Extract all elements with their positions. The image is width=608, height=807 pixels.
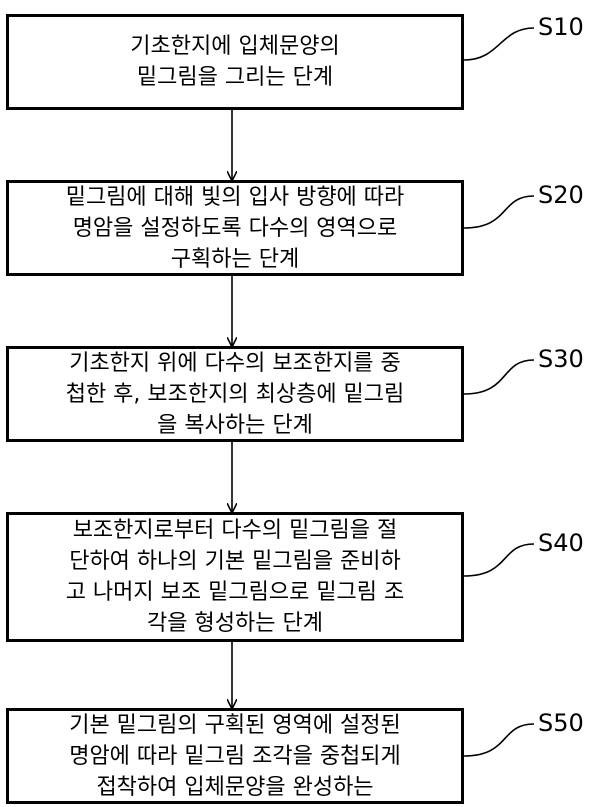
step-text-s30: 기초한지 위에 다수의 보조한지를 중 첩한 후, 보조한지의 최상층에 밑그림… [66, 348, 405, 441]
leader-s40 [463, 543, 535, 577]
step-s40-line-3: 고 나머지 보조 밑그림으로 밑그림 조 [65, 580, 405, 605]
step-s50-line-1: 기본 밑그림의 구획된 영역에 설정된 [69, 712, 401, 738]
step-box-s20: 밑그림에 대해 빛의 입사 방향에 따라 명암을 설정하도록 다수의 영역으로 … [6, 180, 464, 276]
step-s30-line-3: 을 복사하는 단계 [157, 412, 313, 438]
step-box-s40: 보조한지로부터 다수의 밑그림을 절 단하여 하나의 기본 밑그림을 준비하 고… [6, 512, 464, 642]
step-box-s10: 기초한지에 입체문양의 밑그림을 그리는 단계 [6, 14, 464, 110]
step-s30-line-2: 첩한 후, 보조한지의 최상층에 밑그림 [65, 381, 405, 407]
step-s30-line-1: 기초한지 위에 다수의 보조한지를 중 [69, 350, 401, 376]
step-s40-line-2: 단하여 하나의 기본 밑그림을 준비하 [69, 549, 401, 574]
step-label-s50: S50 [538, 709, 584, 737]
step-s50-line-3: 접착하여 입체문양을 완성하는 [96, 774, 374, 800]
step-text-s40: 보조한지로부터 다수의 밑그림을 절 단하여 하나의 기본 밑그림을 준비하 고… [66, 515, 405, 639]
step-s20-line-1: 밑그림에 대해 빛의 입사 방향에 따라 [65, 184, 405, 210]
step-s10-line-2: 밑그림을 그리는 단계 [136, 65, 334, 90]
step-s50-line-2: 명암에 따라 밑그림 조각을 중첩되게 [69, 743, 401, 769]
step-text-s10: 기초한지에 입체문양의 밑그림을 그리는 단계 [130, 31, 339, 93]
leader-s50 [463, 723, 535, 757]
step-text-s20: 밑그림에 대해 빛의 입사 방향에 따라 명암을 설정하도록 다수의 영역으로 … [66, 182, 405, 275]
step-s40-line-1: 보조한지로부터 다수의 밑그림을 절 [72, 518, 398, 543]
step-label-s20: S20 [538, 181, 584, 209]
leader-s20 [463, 195, 535, 229]
step-s20-line-3: 구획하는 단계 [170, 246, 300, 272]
step-text-s50: 기본 밑그림의 구획된 영역에 설정된 명암에 따라 밑그림 조각을 중첩되게 … [69, 710, 401, 803]
step-label-s30: S30 [538, 345, 584, 373]
step-s10-line-1: 기초한지에 입체문양의 [130, 34, 340, 59]
step-s20-line-2: 명암을 설정하도록 다수의 영역으로 [72, 215, 398, 241]
leader-s30 [463, 359, 535, 395]
leader-s10 [463, 27, 535, 61]
step-s40-line-4: 각을 형성하는 단계 [147, 611, 323, 636]
step-label-s40: S40 [538, 529, 584, 557]
step-box-s50: 기본 밑그림의 구획된 영역에 설정된 명암에 따라 밑그림 조각을 중첩되게 … [6, 708, 464, 804]
step-box-s30: 기초한지 위에 다수의 보조한지를 중 첩한 후, 보조한지의 최상층에 밑그림… [6, 346, 464, 442]
step-label-s10: S10 [538, 13, 584, 41]
